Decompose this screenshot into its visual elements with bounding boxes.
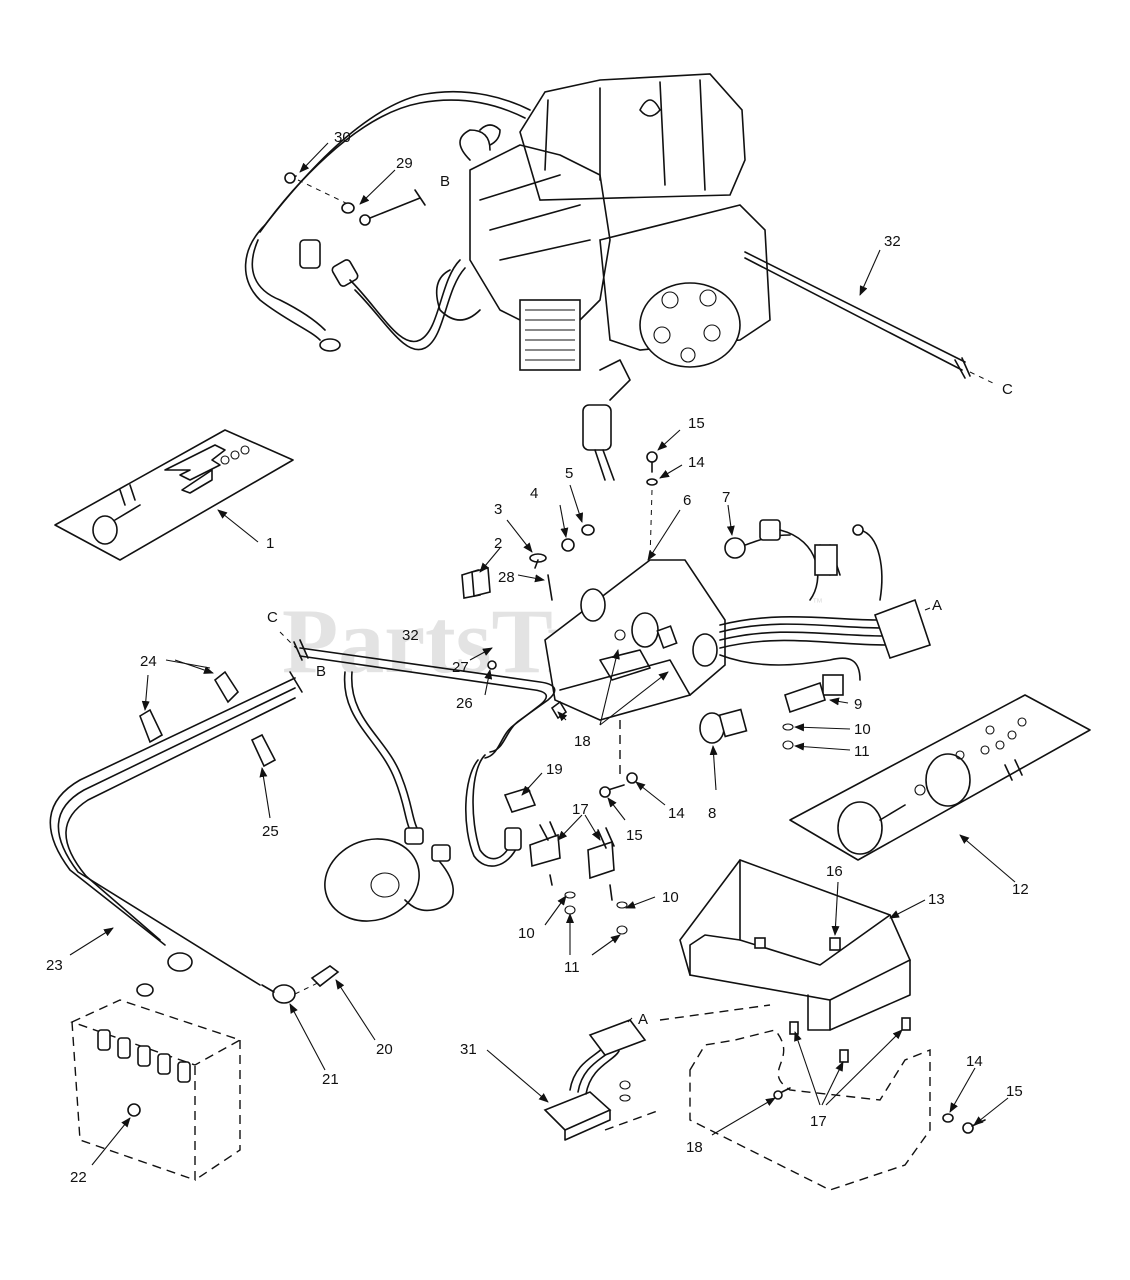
- callout-10-lower-right: 10: [662, 889, 679, 906]
- callout-23: 23: [46, 957, 63, 974]
- callout-26: 26: [456, 695, 473, 712]
- callout-8: 8: [708, 805, 716, 822]
- callout-A-right: A: [932, 597, 942, 614]
- callout-11-right: 11: [854, 743, 870, 760]
- callout-24: 24: [140, 653, 157, 670]
- callout-20: 20: [376, 1041, 393, 1058]
- callout-labels: 30 29 B 32 C 15 14 1 5 4 3 6 7 2 28 A C …: [46, 129, 1029, 1186]
- bolt-30: [284, 172, 351, 206]
- cable-32-upper: [744, 251, 996, 385]
- callout-14-lower: 14: [966, 1053, 983, 1070]
- connector-31: [543, 1004, 771, 1141]
- callout-15-center: 15: [626, 827, 643, 844]
- callout-18-lower: 18: [686, 1139, 703, 1156]
- bolt-15-upper: [646, 451, 658, 561]
- callout-A-lower: A: [638, 1011, 648, 1028]
- callout-B-top: B: [440, 173, 450, 190]
- air-cleaner-cover: [519, 73, 746, 201]
- engine-assembly: [435, 73, 771, 481]
- callout-1: 1: [266, 535, 274, 552]
- cylinder-fins: [519, 299, 581, 371]
- callout-21: 21: [322, 1071, 339, 1088]
- callout-10-right: 10: [854, 721, 871, 738]
- callout-15-upper: 15: [688, 415, 705, 432]
- bracket-6: [544, 559, 726, 780]
- callout-13: 13: [928, 891, 945, 908]
- callout-32-lower: 32: [402, 627, 419, 644]
- callout-22: 22: [70, 1169, 87, 1186]
- callout-31: 31: [460, 1041, 477, 1058]
- gauge-1: [92, 515, 118, 545]
- battery-22: [70, 983, 242, 1181]
- ring-terminal: [319, 338, 341, 352]
- callout-27: 27: [452, 659, 469, 676]
- callout-11-lower: 11: [564, 959, 580, 976]
- battery-cables-23: [49, 671, 340, 1004]
- parts-8-9: [699, 681, 826, 750]
- leader-lines: [69, 142, 1016, 1166]
- callout-9: 9: [854, 696, 862, 713]
- callout-32-upper: 32: [884, 233, 901, 250]
- callout-2: 2: [494, 535, 502, 552]
- callout-15-lower: 15: [1006, 1083, 1023, 1100]
- callout-7: 7: [722, 489, 730, 506]
- callout-B-left: B: [316, 663, 326, 680]
- terminal-29: [341, 189, 426, 226]
- callout-16: 16: [826, 863, 843, 880]
- panel-1-inset: [54, 429, 294, 561]
- engine-harness: [244, 90, 531, 352]
- spark-boot: [582, 404, 612, 451]
- callout-6: 6: [683, 492, 691, 509]
- callout-10-lower-left: 10: [518, 925, 535, 942]
- callout-30: 30: [334, 129, 351, 146]
- callout-25: 25: [262, 823, 279, 840]
- callout-29: 29: [396, 155, 413, 172]
- callout-17-center: 17: [572, 801, 589, 818]
- callout-3: 3: [494, 501, 502, 518]
- parts-2-5: [461, 524, 595, 601]
- flywheel-screen: [639, 282, 741, 368]
- callout-5: 5: [565, 465, 573, 482]
- callout-28: 28: [498, 569, 515, 586]
- lower-housing: [689, 1029, 986, 1191]
- tray-13: [679, 859, 912, 1063]
- callout-14-center: 14: [668, 805, 685, 822]
- clips-24-25: [139, 670, 277, 768]
- callout-19: 19: [546, 761, 563, 778]
- panel-12-inset: [789, 694, 1091, 861]
- callout-C-left: C: [267, 609, 278, 626]
- callout-18-center: 18: [574, 733, 591, 750]
- callout-17-lower: 17: [810, 1113, 827, 1130]
- watermark-trademark: ™: [812, 597, 823, 609]
- callout-14-upper: 14: [688, 454, 705, 471]
- callout-C-right: C: [1002, 381, 1013, 398]
- harness-lower: [324, 671, 454, 922]
- cable-32-lower: [279, 631, 556, 867]
- callout-4: 4: [530, 485, 538, 502]
- switch-7-harness: [719, 519, 932, 696]
- callout-12: 12: [1012, 881, 1029, 898]
